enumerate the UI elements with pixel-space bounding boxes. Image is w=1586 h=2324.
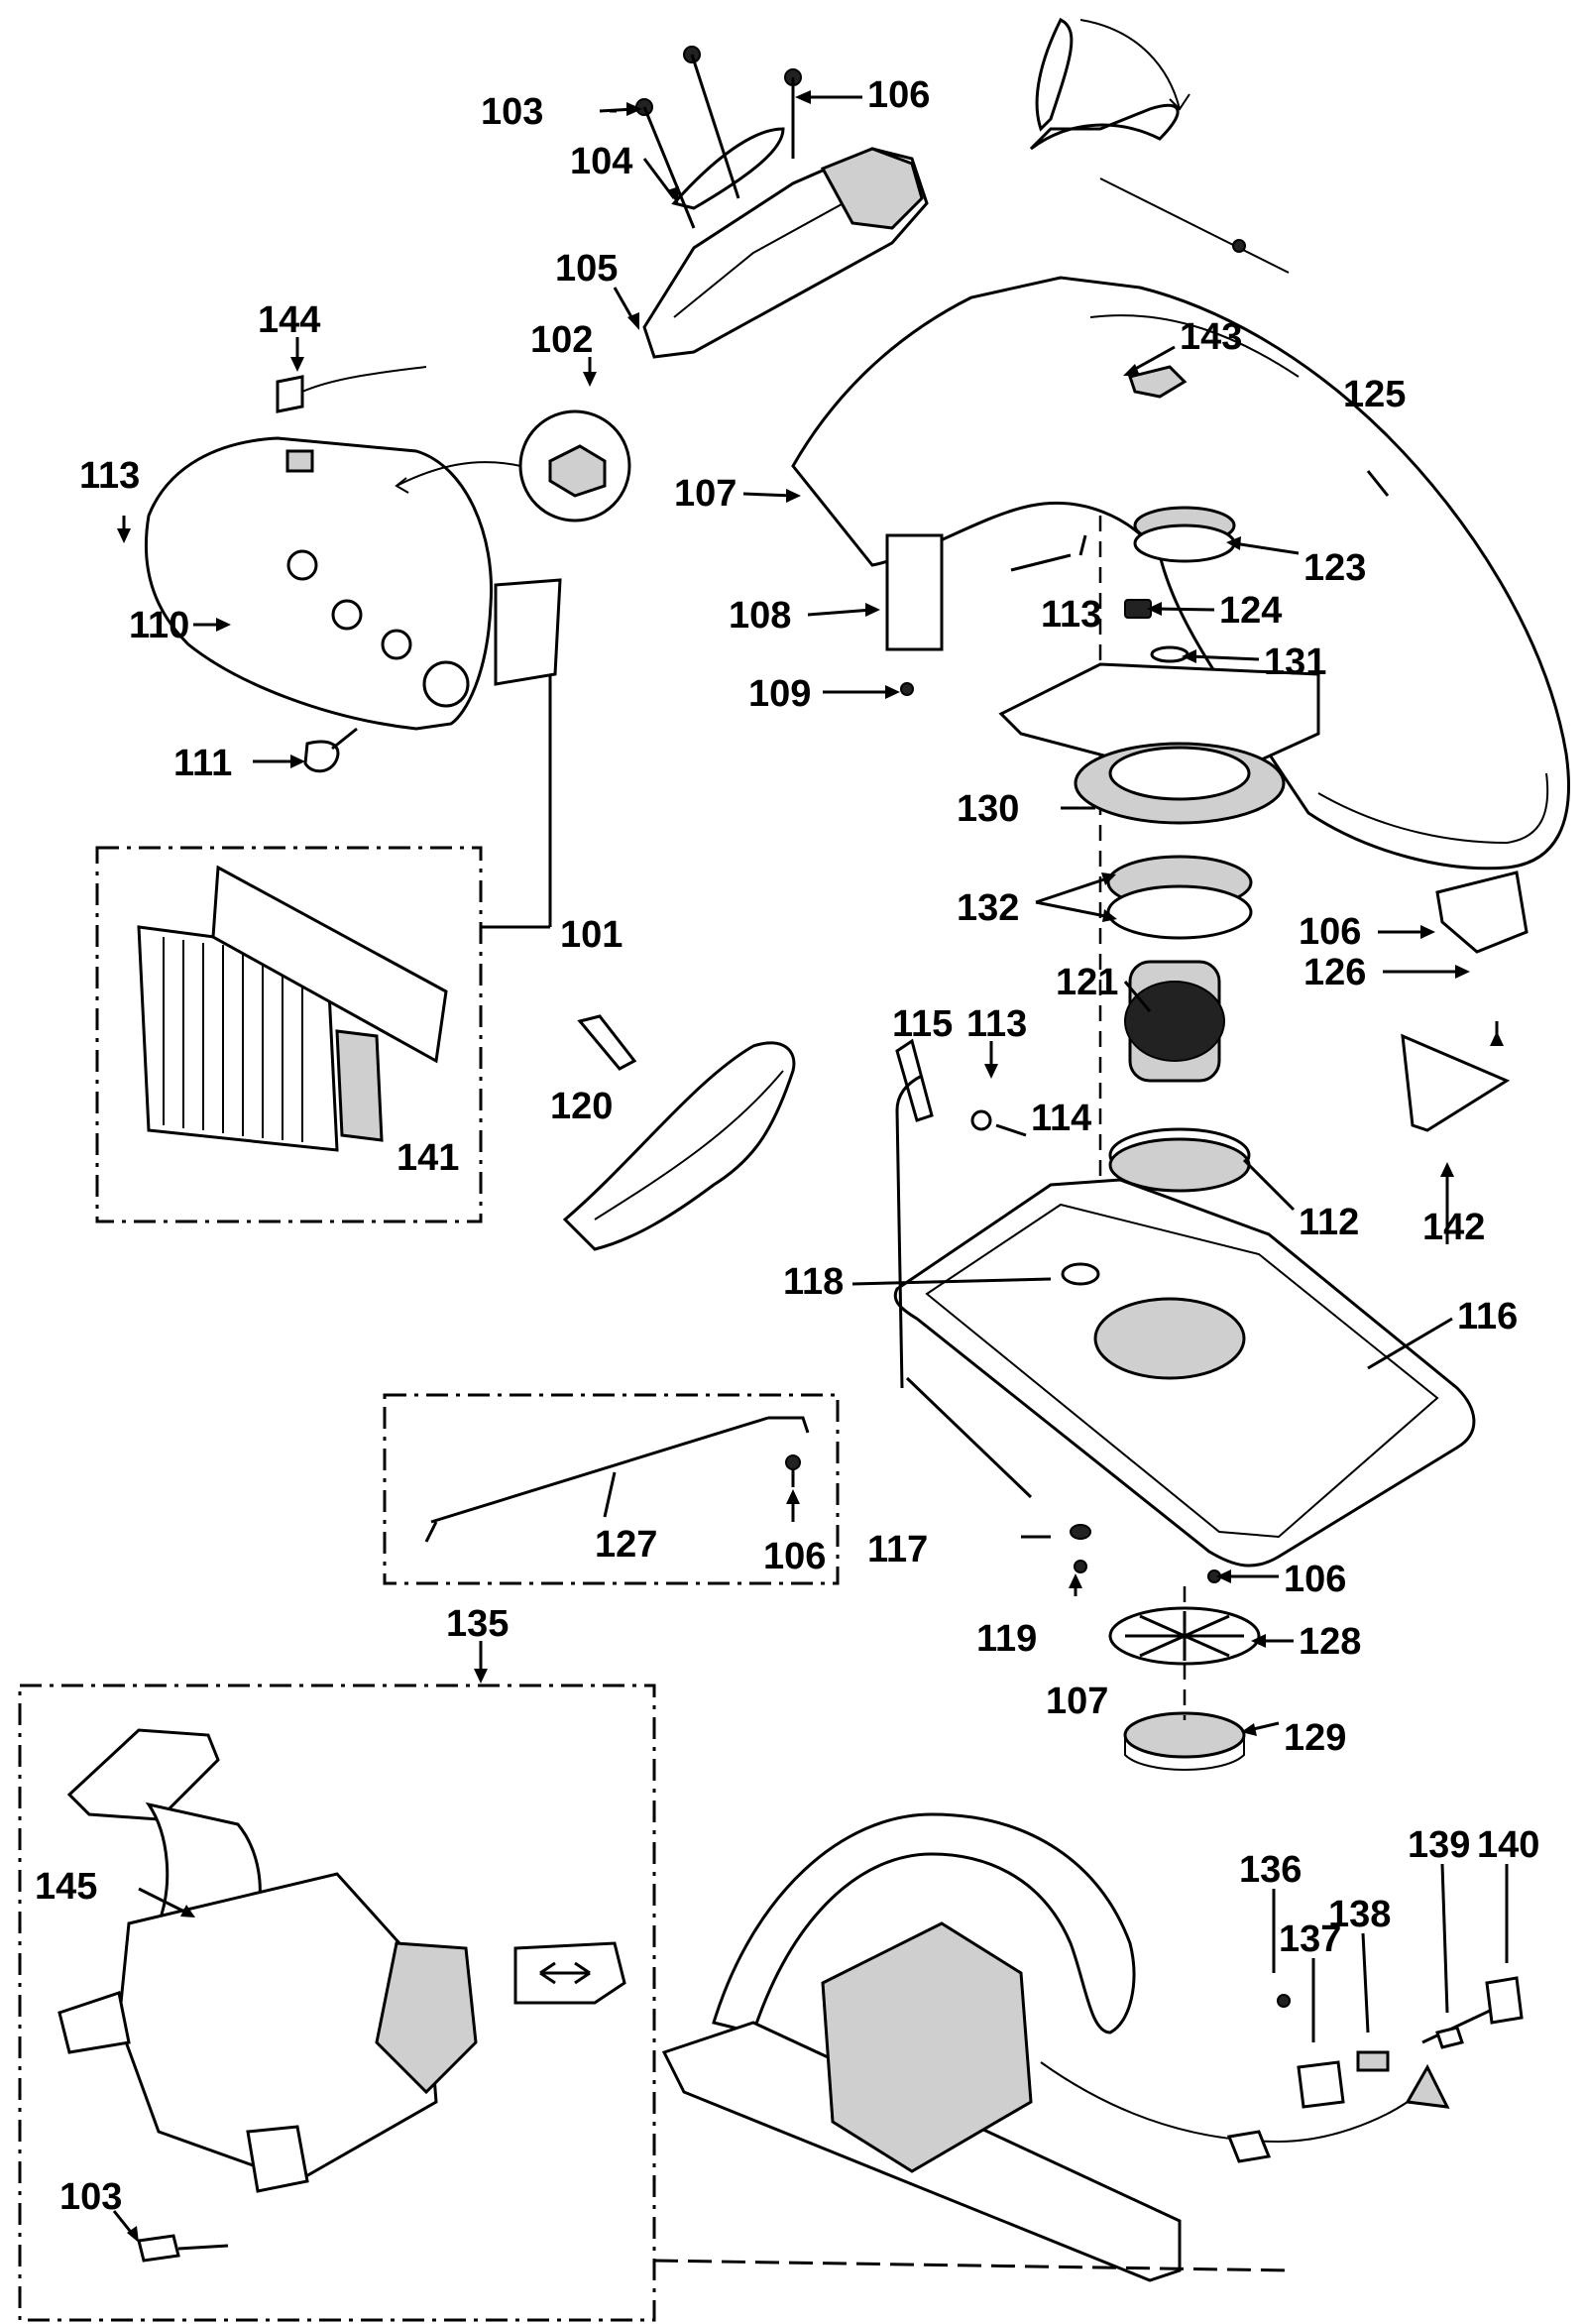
- callout-139: 139: [1408, 1824, 1470, 1866]
- callout-111: 111: [173, 743, 232, 784]
- callout-102: 102: [530, 319, 593, 361]
- callout-130: 130: [957, 788, 1019, 830]
- callout-117: 117: [867, 1529, 928, 1570]
- callout-105: 105: [555, 248, 618, 290]
- callout-113: 113: [966, 1003, 1027, 1045]
- callout-116: 116: [1457, 1296, 1518, 1337]
- callout-145: 145: [35, 1866, 97, 1908]
- control-panel-110: [144, 366, 631, 773]
- joystick-box-135: [18, 1684, 656, 2322]
- callout-107: 107: [1046, 1681, 1108, 1722]
- callout-137: 137: [1279, 1918, 1341, 1960]
- callout-112: 112: [1299, 1202, 1359, 1243]
- steering-assembly: [653, 1812, 1524, 2282]
- center-stack: [998, 506, 1320, 1289]
- clip-143: [1128, 365, 1188, 399]
- hose-fitting-120: [562, 1014, 796, 1251]
- leader-lines: [112, 90, 1509, 2243]
- callout-107: 107: [674, 473, 736, 515]
- callout-141: 141: [396, 1137, 459, 1179]
- cover-142: [1401, 1033, 1511, 1132]
- callout-labels: 103 104 106 105 102 144 113 110 111 107 …: [35, 74, 1539, 2218]
- callout-124: 124: [1219, 590, 1282, 632]
- callout-119: 119: [976, 1618, 1037, 1660]
- callout-136: 136: [1239, 1849, 1302, 1891]
- key-111: [303, 740, 340, 773]
- small-parts: [885, 533, 1529, 1132]
- callout-108: 108: [729, 595, 791, 637]
- callout-129: 129: [1284, 1717, 1346, 1759]
- callout-126: 126: [1303, 952, 1366, 993]
- callout-115: 115: [892, 1003, 953, 1045]
- callout-127: 127: [595, 1524, 657, 1566]
- callout-110: 110: [129, 605, 189, 646]
- callout-101: 101: [560, 914, 623, 956]
- callout-106: 106: [763, 1536, 826, 1577]
- plate-108: [885, 533, 944, 651]
- callout-114: 114: [1031, 1098, 1091, 1139]
- handle-assembly-105: [635, 46, 929, 359]
- callout-135: 135: [446, 1603, 509, 1645]
- controller-box-101: [95, 674, 552, 1223]
- callout-142: 142: [1422, 1207, 1485, 1248]
- callout-132: 132: [957, 887, 1019, 929]
- callout-103: 103: [481, 91, 543, 133]
- callout-106: 106: [1284, 1559, 1346, 1600]
- callout-131: 131: [1264, 641, 1326, 683]
- callout-128: 128: [1299, 1621, 1361, 1663]
- callout-120: 120: [550, 1086, 613, 1127]
- callout-118: 118: [783, 1261, 844, 1303]
- callout-106: 106: [1299, 911, 1361, 953]
- callout-103: 103: [59, 2176, 122, 2218]
- callout-113: 113: [1041, 594, 1101, 636]
- callout-109: 109: [748, 673, 811, 715]
- callout-121: 121: [1056, 962, 1118, 1003]
- callout-140: 140: [1477, 1824, 1539, 1866]
- housing-125: [791, 17, 1570, 871]
- hose-115: [895, 1038, 934, 1122]
- callout-104: 104: [570, 141, 632, 182]
- callout-125: 125: [1343, 374, 1406, 415]
- rod-box-127: [383, 1393, 840, 1585]
- connector-144: [276, 375, 304, 413]
- callout-106: 106: [867, 74, 930, 116]
- callout-113: 113: [79, 455, 140, 497]
- callout-144: 144: [258, 299, 320, 341]
- bracket-126: [1435, 871, 1529, 954]
- callout-143: 143: [1180, 316, 1242, 358]
- callout-138: 138: [1328, 1894, 1391, 1935]
- callout-123: 123: [1303, 547, 1366, 589]
- base-116: [893, 1074, 1476, 1771]
